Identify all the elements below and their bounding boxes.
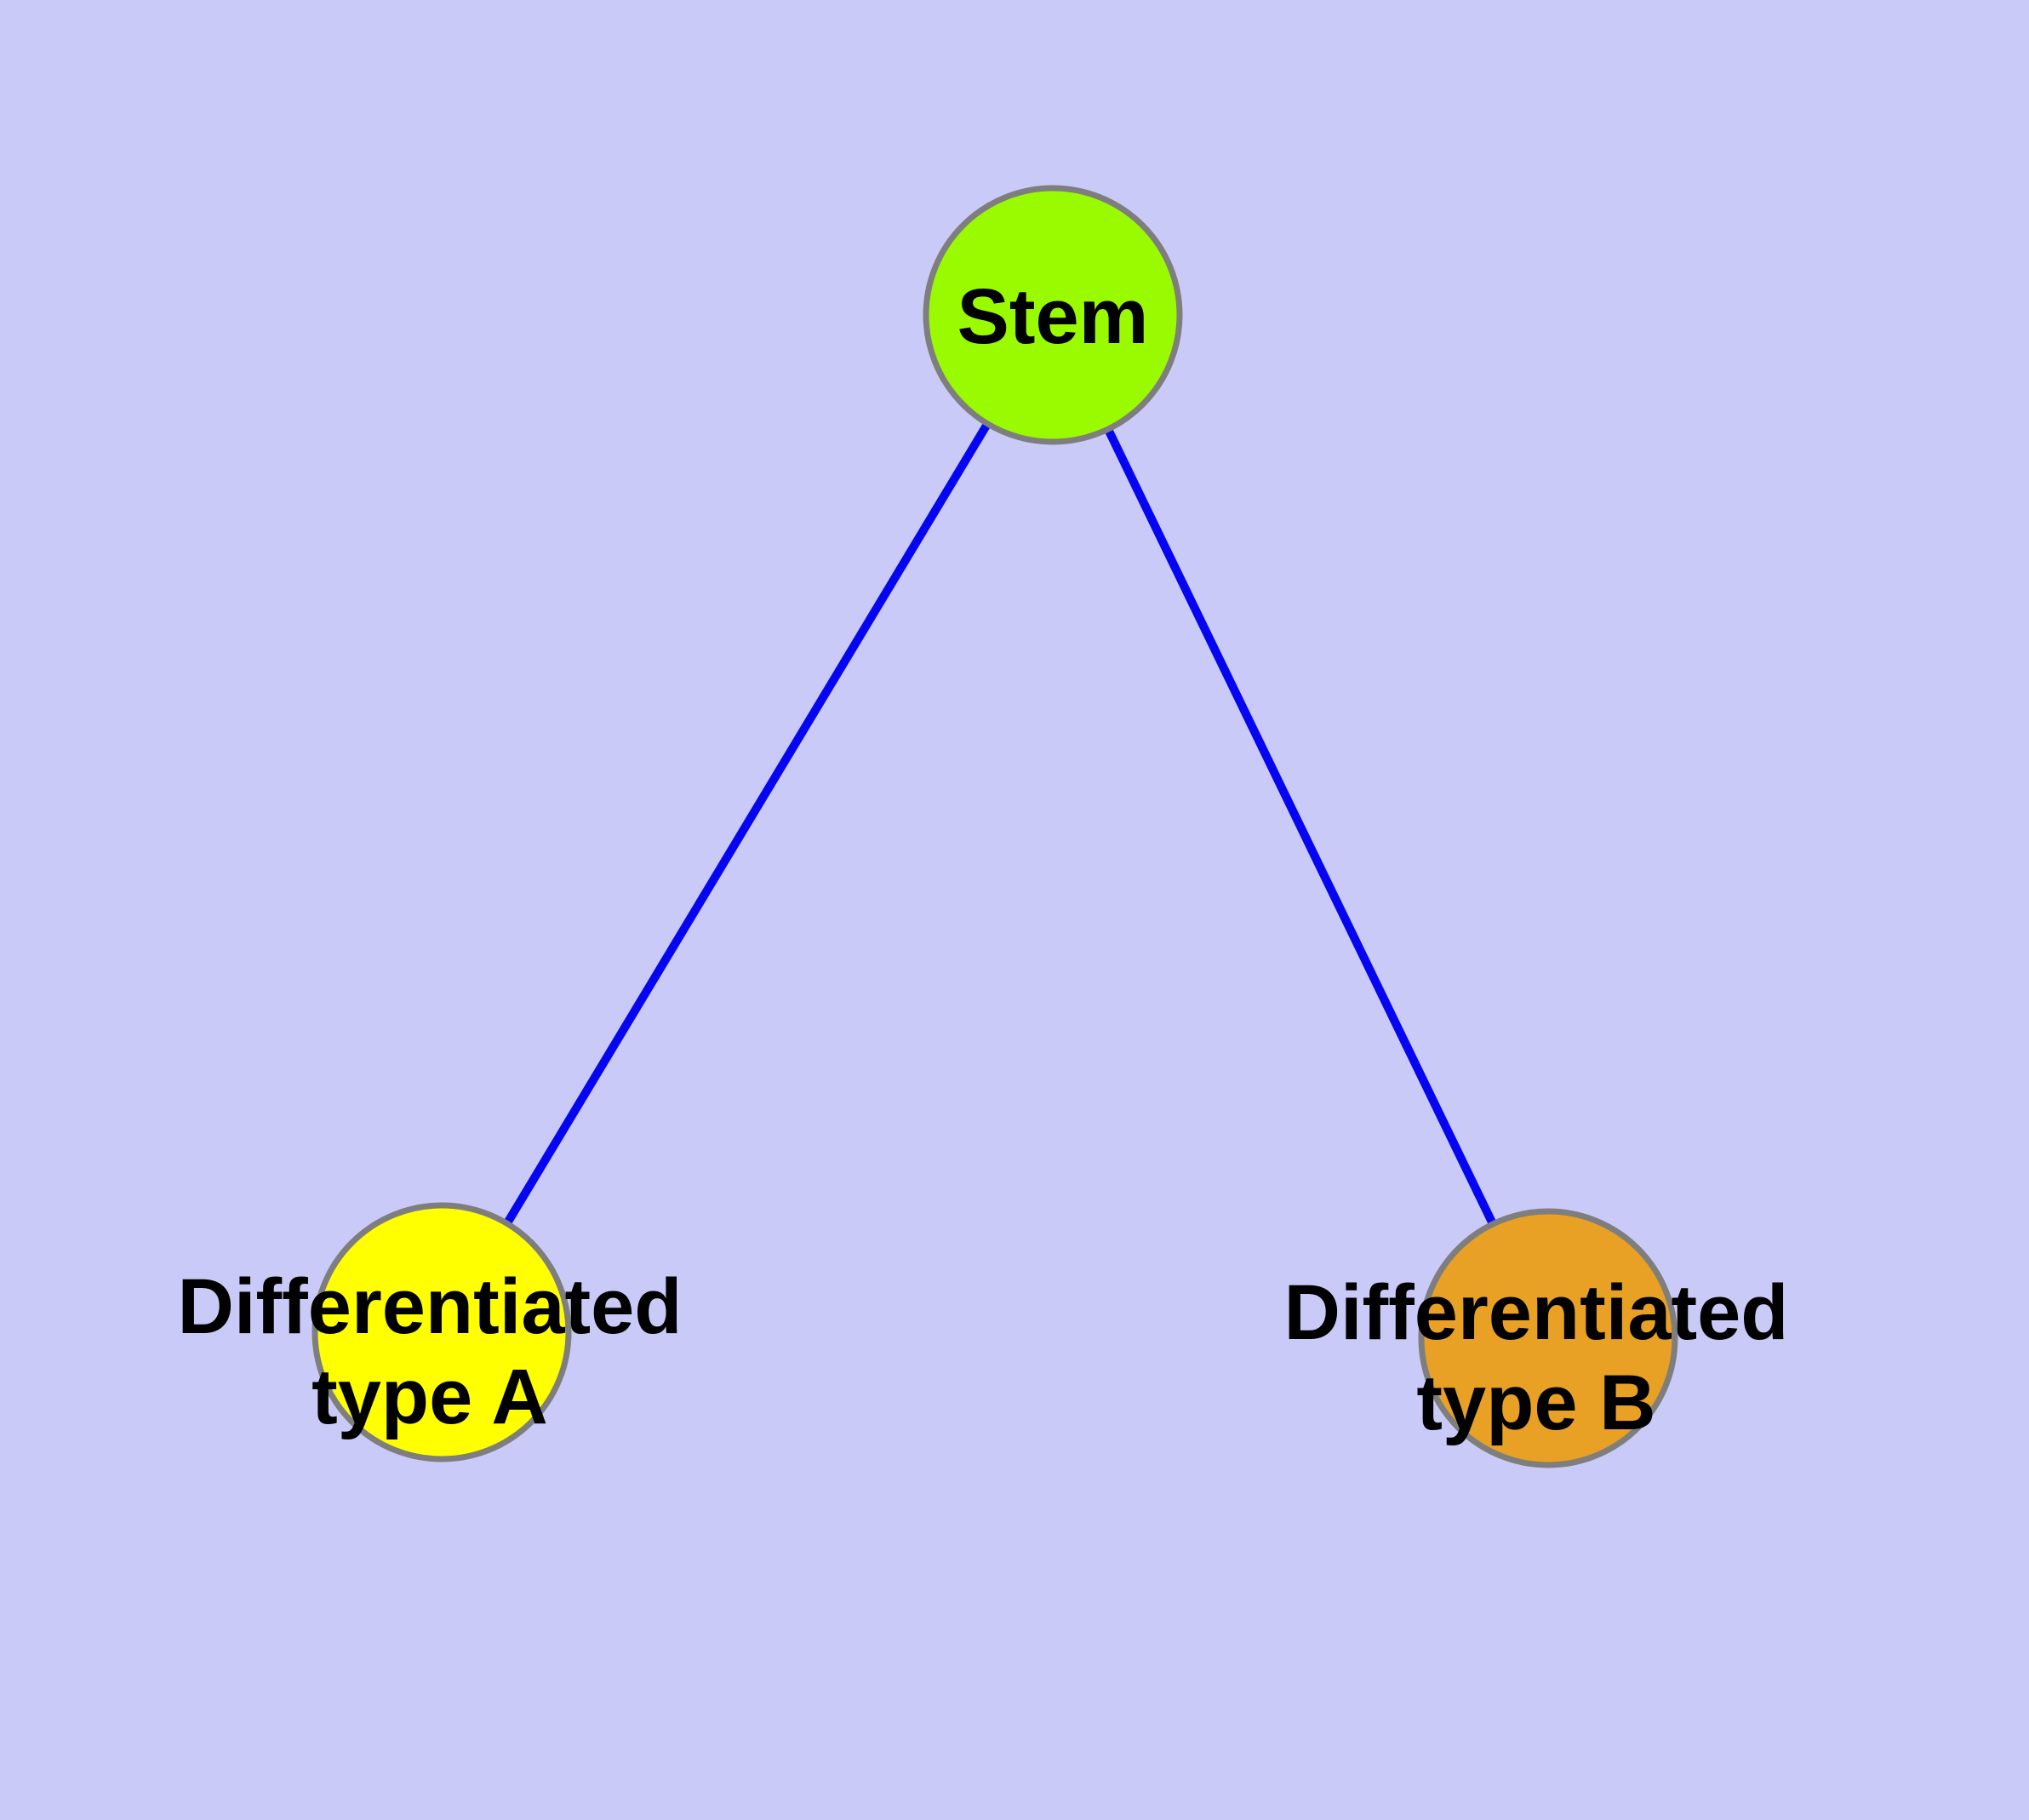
- node-differentiated-type-b: [1418, 1208, 1678, 1468]
- node-label-line: Differentiated: [1283, 1269, 1789, 1356]
- edge-stem-to-type-a: [437, 312, 1057, 1335]
- node-label-line: type B: [1416, 1359, 1656, 1446]
- node-label-line: Differentiated: [177, 1263, 683, 1350]
- node-label-stem: Stem: [957, 273, 1149, 360]
- node-label-differentiated-type-a: Differentiated type A: [178, 1262, 683, 1442]
- node-differentiated-type-a: [311, 1202, 572, 1462]
- edge-stem-to-type-b: [1049, 312, 1552, 1341]
- node-stem: [923, 185, 1183, 445]
- node-label-differentiated-type-b: Differentiated type B: [1284, 1268, 1789, 1448]
- node-label-line: type A: [311, 1354, 548, 1440]
